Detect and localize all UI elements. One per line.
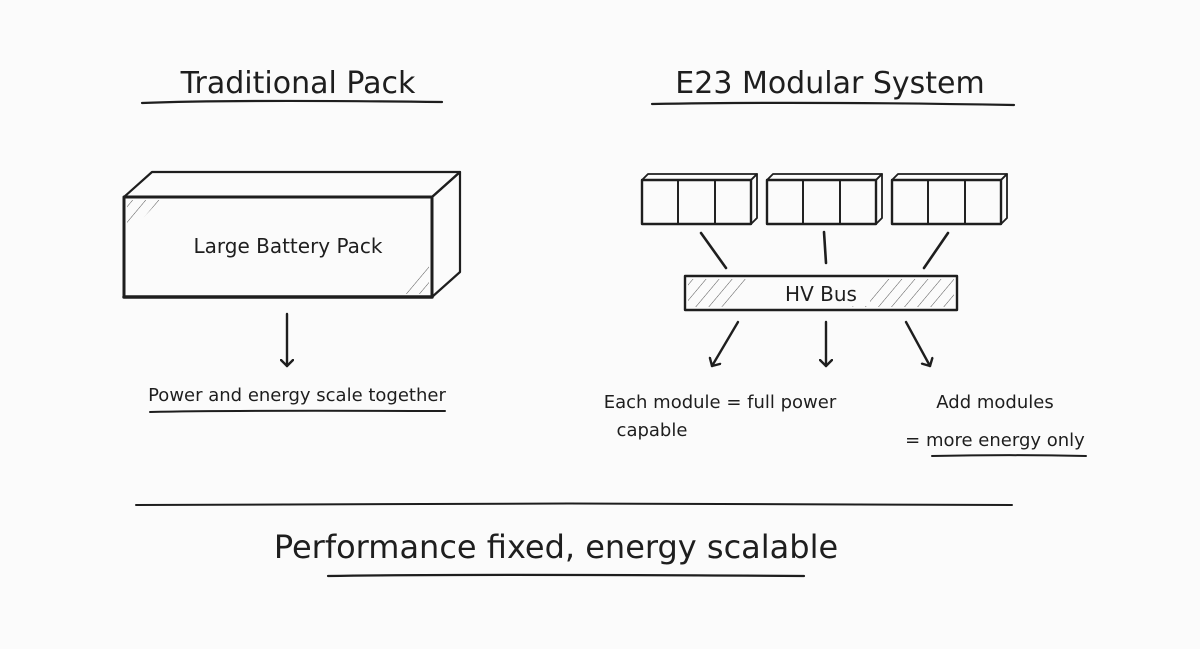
module-cell bbox=[802, 179, 841, 225]
modular-title-underline bbox=[650, 101, 1016, 107]
bus-arrow-right bbox=[904, 320, 930, 368]
module-cell bbox=[839, 179, 877, 225]
module-1-connector bbox=[699, 231, 728, 270]
module-cell bbox=[714, 179, 752, 225]
energy-caption-underline bbox=[931, 454, 1087, 457]
battery-pack-top-face bbox=[122, 170, 462, 199]
module-front-face bbox=[765, 178, 878, 226]
traditional-pack-section: Traditional Pack Large Battery Pack Powe… bbox=[122, 66, 462, 413]
modular-system-section: E23 Modular System bbox=[604, 66, 1087, 457]
bus-arrow-left bbox=[712, 320, 740, 368]
module-2-connector bbox=[822, 230, 828, 265]
module-3-connector bbox=[922, 231, 950, 270]
energy-caption-line-1: Add modules bbox=[936, 392, 1053, 413]
hv-bus-label-bg bbox=[774, 282, 870, 306]
hv-bus-hatch-left bbox=[688, 279, 752, 307]
hv-bus: HV Bus bbox=[683, 274, 959, 312]
module-cell bbox=[964, 179, 1002, 225]
module-front-face bbox=[640, 178, 753, 226]
conclusion-text: Performance fixed, energy scalable bbox=[274, 528, 838, 566]
hv-bus-label: HV Bus bbox=[785, 282, 857, 306]
traditional-title-underline bbox=[140, 99, 444, 105]
battery-pack-hatch-corner bbox=[127, 200, 160, 235]
module-cell bbox=[766, 179, 804, 225]
battery-pack-box: Large Battery Pack bbox=[122, 170, 462, 299]
hv-bus-box bbox=[683, 274, 959, 312]
module-cell bbox=[677, 179, 716, 225]
traditional-pack-title: Traditional Pack bbox=[180, 66, 416, 101]
footer-divider bbox=[135, 502, 1013, 506]
module-cell bbox=[641, 179, 679, 225]
battery-pack-label: Large Battery Pack bbox=[193, 234, 382, 258]
battery-module-2 bbox=[765, 173, 883, 226]
energy-caption-line-2: = more energy only bbox=[905, 430, 1085, 451]
power-caption-line-2: capable bbox=[617, 420, 688, 441]
hv-bus-hatch-right bbox=[852, 279, 954, 307]
module-cell bbox=[927, 179, 966, 225]
footer-section: Performance fixed, energy scalable bbox=[135, 502, 1013, 578]
traditional-caption-underline bbox=[149, 409, 446, 413]
traditional-caption: Power and energy scale together bbox=[148, 385, 446, 406]
battery-pack-side-face bbox=[430, 170, 462, 299]
battery-pack-hatch-corner bbox=[395, 258, 429, 294]
power-caption-line-1: Each module = full power bbox=[604, 392, 837, 413]
conclusion-underline bbox=[326, 573, 806, 578]
battery-module-3 bbox=[890, 173, 1008, 226]
battery-module-1 bbox=[640, 173, 758, 226]
modular-system-title: E23 Modular System bbox=[675, 66, 984, 101]
module-cell bbox=[891, 179, 929, 225]
module-front-face bbox=[890, 178, 1003, 226]
